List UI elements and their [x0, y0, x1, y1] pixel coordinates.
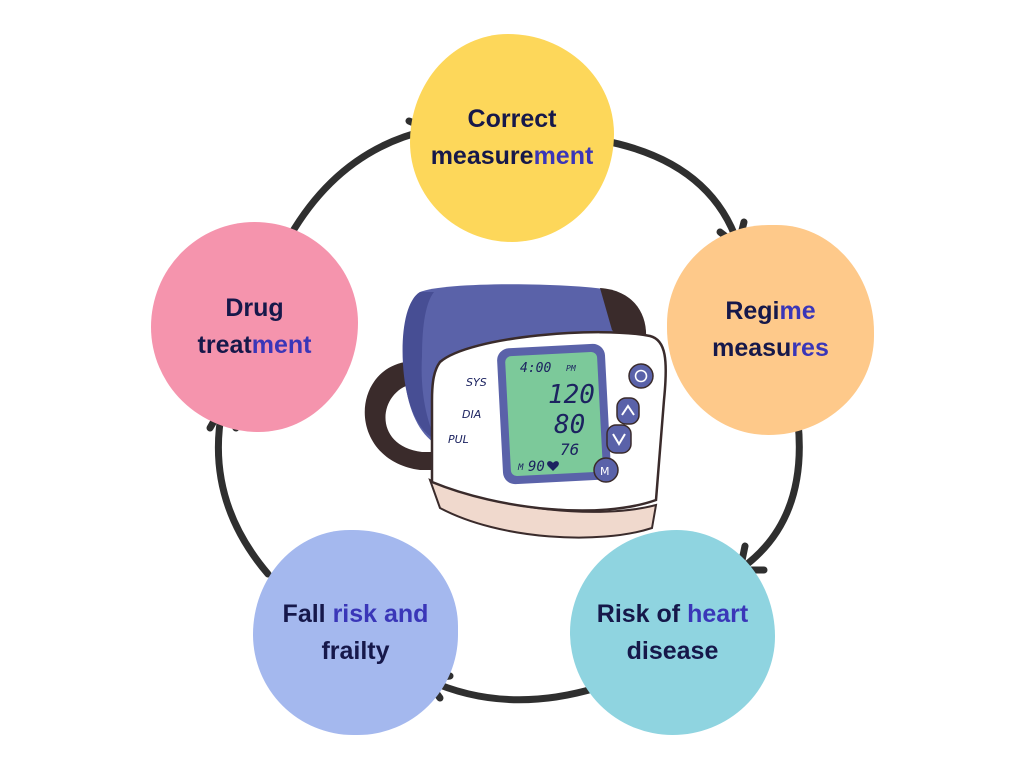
arrow-regime-to-risk [738, 418, 803, 572]
node-risk-line1-a: Risk of [596, 599, 688, 628]
node-drug-line2-b: ment [251, 331, 312, 359]
node-fall-risk-and-frailty: Fall risk and frailty [253, 530, 458, 735]
screen-pul-value: 76 [560, 440, 579, 459]
screen-memory-label: M [517, 463, 524, 473]
arrow-correct-to-regime [596, 136, 742, 248]
memory-button-icon: M [600, 465, 610, 478]
cuff-tube [364, 362, 448, 470]
pul-label: PUL [448, 433, 469, 446]
arrow-drug-to-correct [286, 126, 432, 240]
up-arrow-icon [621, 404, 635, 416]
node-regime-line1: Regime [725, 293, 815, 330]
node-risk-of-heart-disease: Risk of heart disease [570, 530, 775, 735]
down-button [606, 424, 632, 454]
screen-memory-value: 90 [528, 459, 545, 475]
node-correct-line2-b: ment [533, 142, 594, 170]
node-regime-line2: measures [712, 330, 829, 367]
cuff-edge [402, 292, 436, 440]
dia-label: DIA [462, 408, 481, 421]
node-fall-line1: Fall risk and [283, 596, 429, 633]
node-fall-line2: frailty [321, 636, 390, 665]
node-regime-measures: Regime measures [667, 225, 874, 435]
node-drug-line1: Drug [225, 294, 284, 322]
node-risk-line2: disease [626, 636, 719, 665]
node-fall-line1-c: and [384, 599, 429, 628]
node-correct-line2-a: measure [430, 142, 534, 170]
node-fall-line1-a: Fall [282, 599, 333, 628]
screen-sys-value: 120 [548, 380, 595, 410]
down-arrow-icon [612, 433, 626, 446]
heart-icon [547, 461, 559, 471]
node-risk-line1-b: heart [687, 599, 749, 628]
node-drug-line2: treatment [198, 327, 312, 364]
screen [505, 351, 603, 477]
node-fall-line1-b: risk [332, 599, 384, 628]
node-regime-line1-b: me [779, 297, 816, 325]
arrow-risk-to-fall [424, 676, 600, 704]
node-correct-measurement: Correct measurement [410, 34, 614, 242]
node-regime-line1-a: Regi [725, 297, 780, 325]
screen-time: 4:00 [520, 361, 551, 376]
node-risk-line1: Risk of heart [597, 596, 748, 633]
node-drug-treatment: Drug treatment [151, 222, 358, 432]
node-drug-line2-a: treat [197, 331, 252, 359]
node-regime-line2-b: res [791, 334, 829, 362]
arrow-fall-to-drug [214, 406, 272, 578]
screen-ampm: PM [566, 364, 577, 373]
up-button [616, 397, 640, 425]
screen-dia-value: 80 [554, 410, 585, 440]
node-correct-line2: measurement [431, 138, 594, 175]
node-correct-line1: Correct [467, 105, 557, 133]
power-button [628, 363, 654, 389]
sys-label: SYS [466, 376, 487, 389]
power-icon [634, 369, 648, 383]
node-regime-line2-a: measu [712, 334, 792, 362]
memory-button [593, 457, 619, 483]
